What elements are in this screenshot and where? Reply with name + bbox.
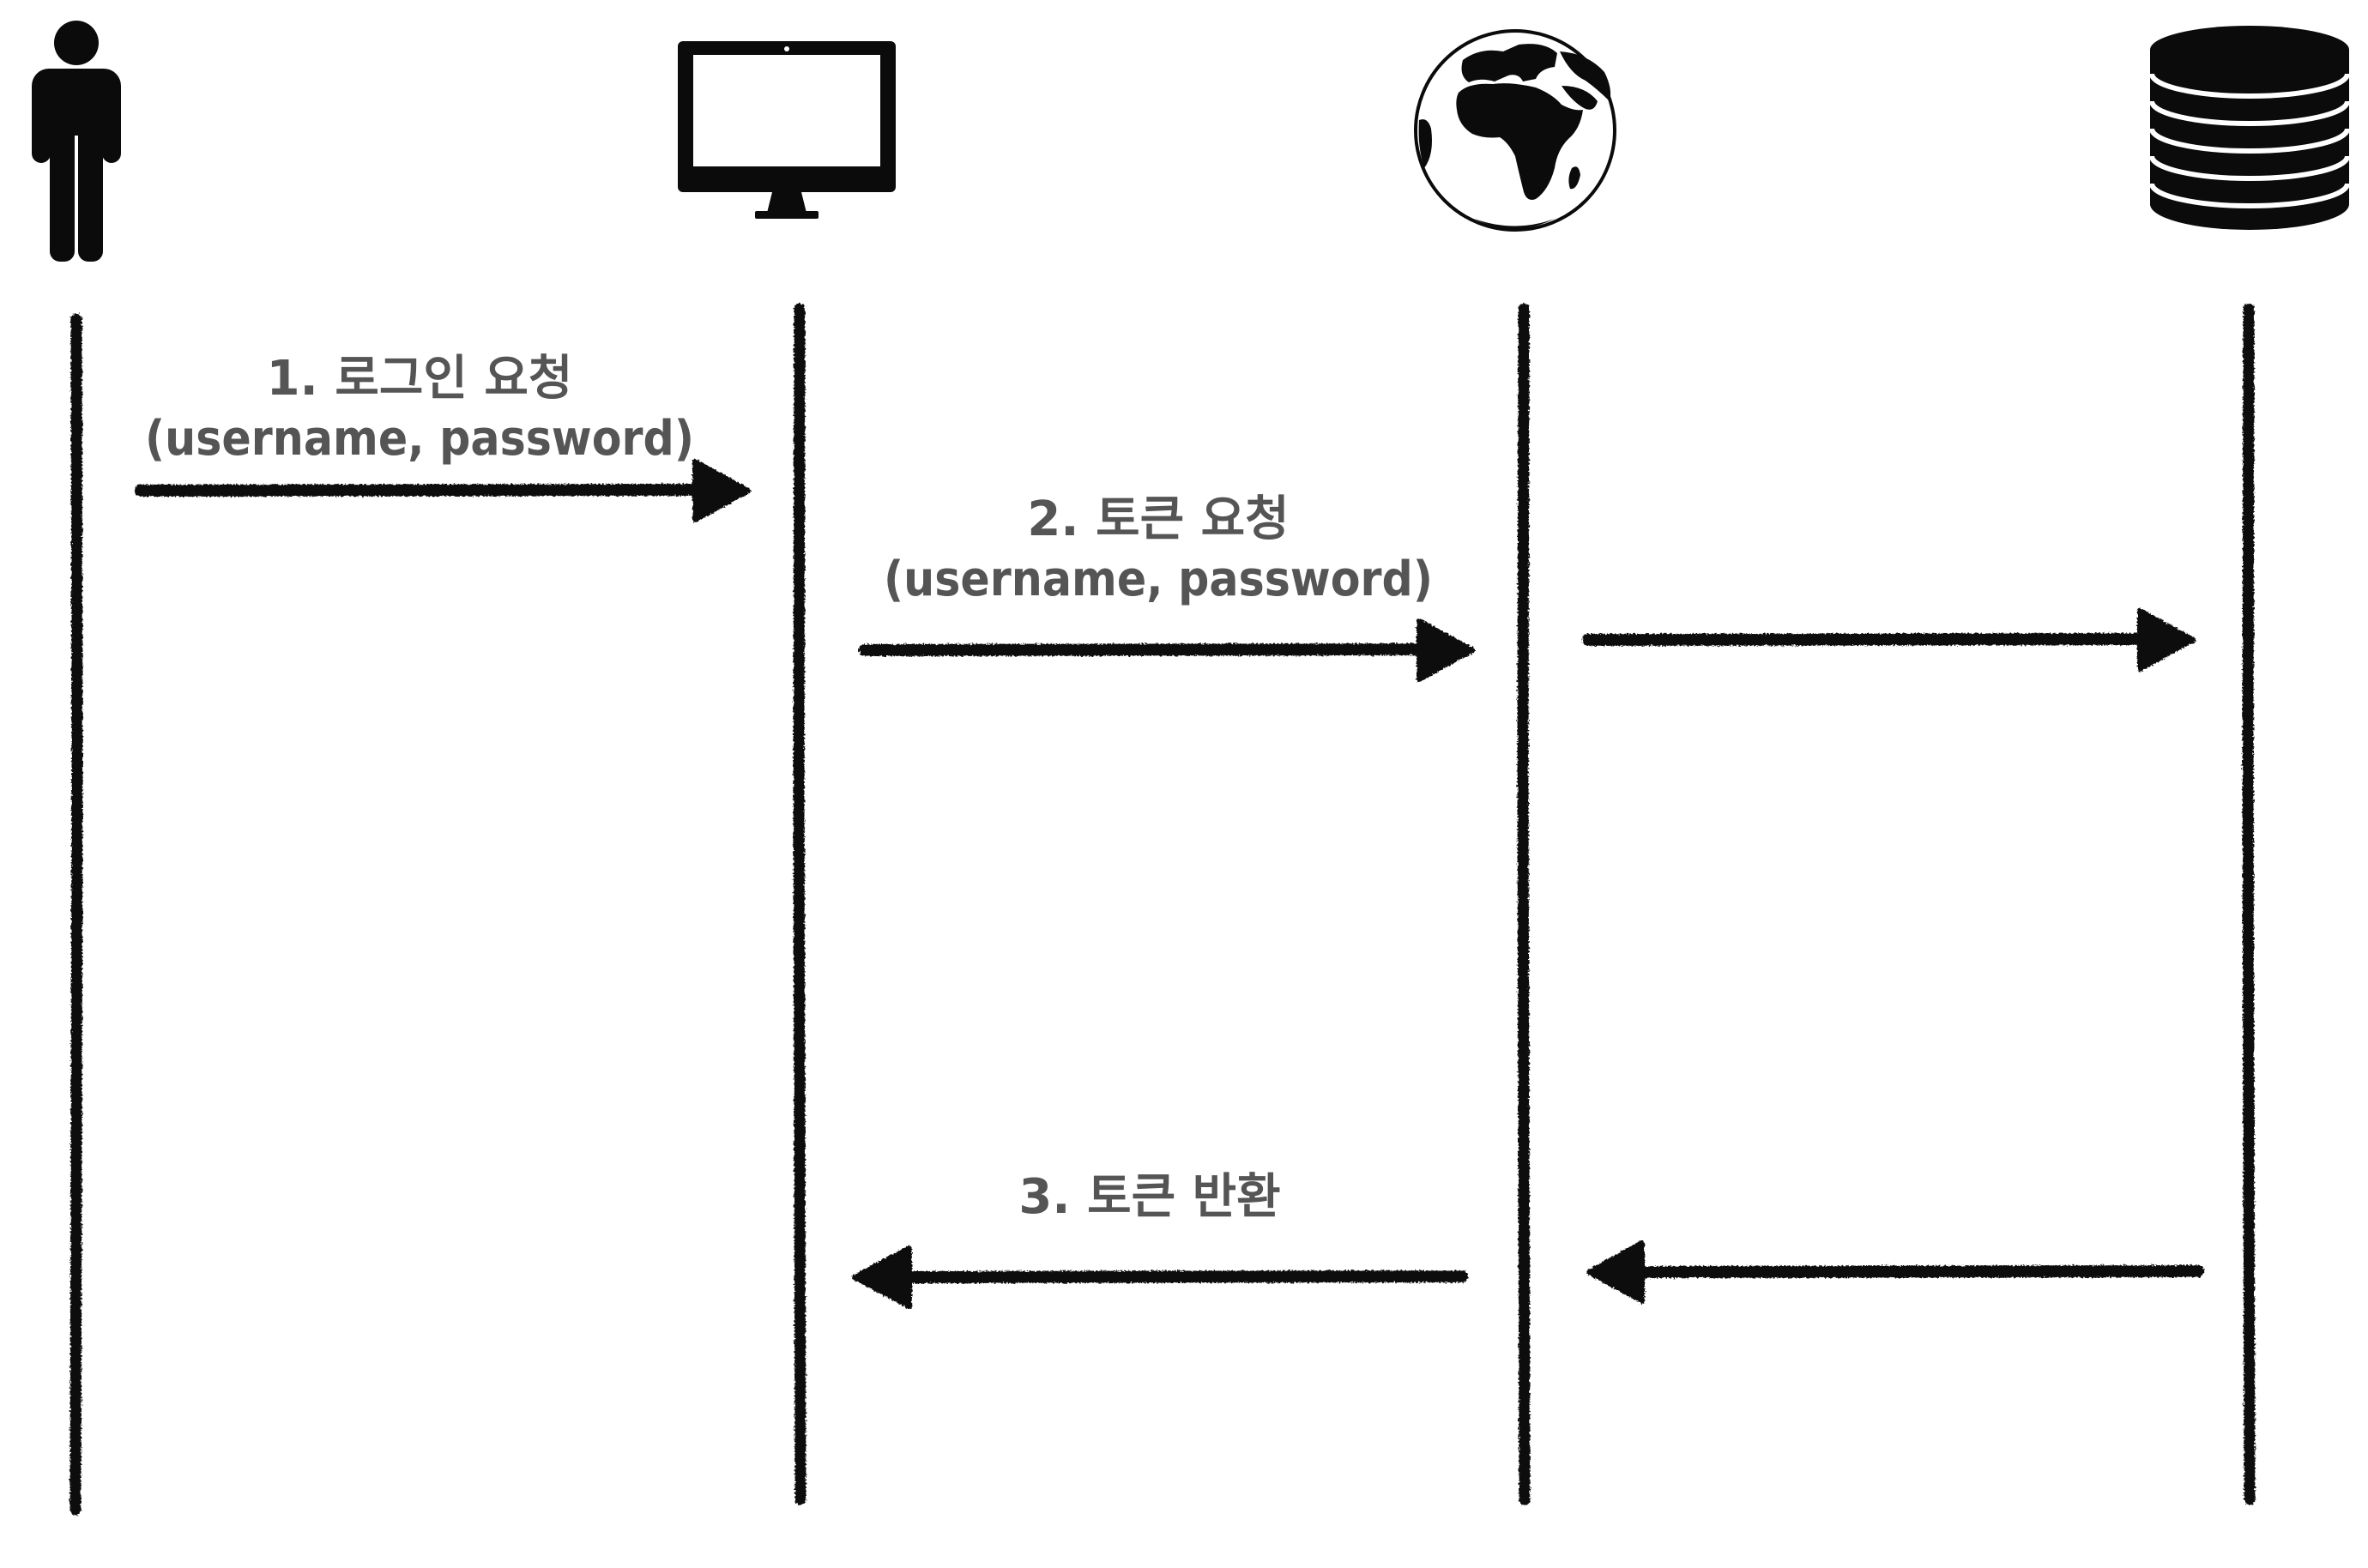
person-icon xyxy=(32,21,121,262)
token-request-title: 2. 토큰 요청 xyxy=(1027,492,1289,547)
db-request-arrow xyxy=(1582,608,2196,672)
monitor-icon xyxy=(678,41,896,219)
token-request-params: (username, password) xyxy=(884,552,1433,607)
login-request-params: (username, password) xyxy=(145,411,694,467)
lifeline-server xyxy=(1517,303,1531,1505)
database-icon xyxy=(2149,26,2350,230)
login-request-title: 1. 로그인 요청 xyxy=(267,351,573,407)
lifeline-user xyxy=(69,313,83,1516)
login-request-arrow xyxy=(135,459,751,522)
token-return-arrow xyxy=(852,1245,1468,1309)
token-return-title: 3. 토큰 반환 xyxy=(1018,1169,1280,1225)
lifeline-client xyxy=(793,303,806,1505)
globe-icon xyxy=(1414,29,1616,232)
token-request-arrow xyxy=(859,618,1475,682)
lifeline-database xyxy=(2242,303,2256,1505)
db-response-arrow xyxy=(1586,1240,2204,1304)
